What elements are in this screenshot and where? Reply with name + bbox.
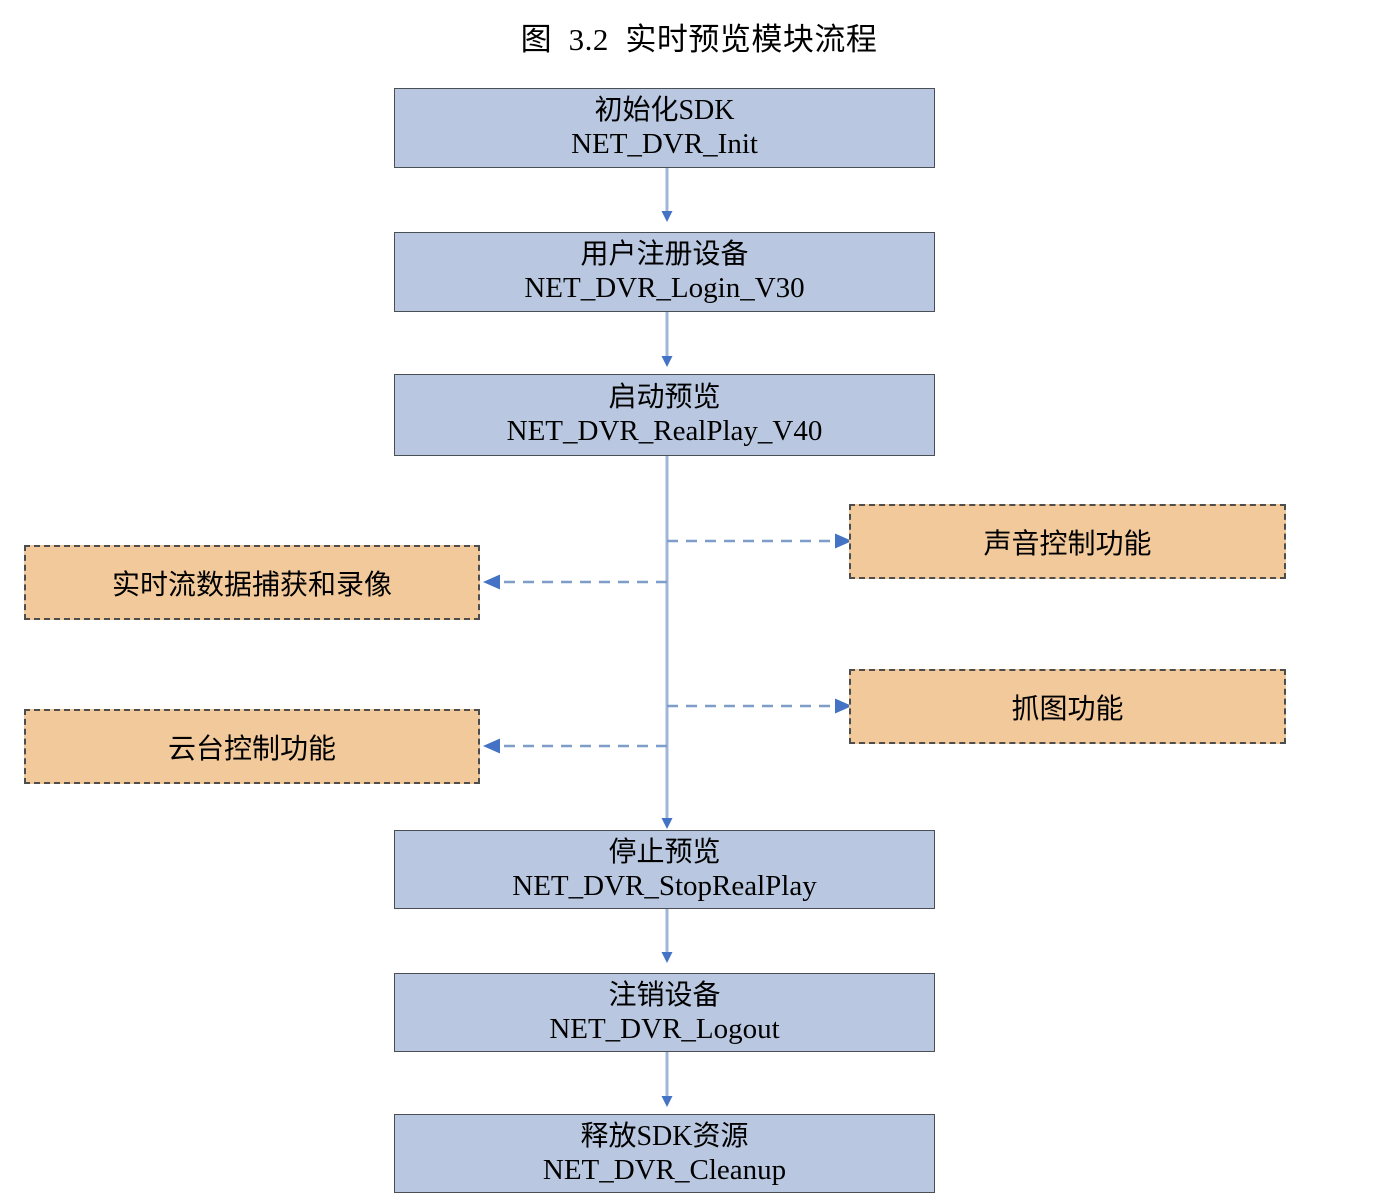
process-node-stopplay[interactable]: 停止预览 NET_DVR_StopRealPlay: [394, 830, 935, 909]
process-node-logout[interactable]: 注销设备 NET_DVR_Logout: [394, 973, 935, 1052]
process-node-stopplay-line1: 停止预览: [608, 836, 721, 868]
feature-node-sound[interactable]: 声音控制功能: [849, 504, 1286, 579]
process-node-cleanup[interactable]: 释放SDK资源 NET_DVR_Cleanup: [394, 1114, 935, 1193]
process-node-stopplay-line2: NET_DVR_StopRealPlay: [512, 869, 817, 902]
process-node-realplay-line1: 启动预览: [608, 382, 721, 414]
process-node-login-line2: NET_DVR_Login_V30: [524, 272, 805, 305]
feature-node-ptz-label: 云台控制功能: [167, 733, 336, 765]
process-node-logout-line2: NET_DVR_Logout: [549, 1012, 780, 1045]
process-node-init[interactable]: 初始化SDK NET_DVR_Init: [394, 88, 935, 168]
feature-node-snapshot[interactable]: 抓图功能: [849, 669, 1286, 744]
feature-node-snapshot-label: 抓图功能: [1011, 693, 1124, 725]
process-node-cleanup-line1: 释放SDK资源: [580, 1120, 749, 1152]
feature-node-capture-label: 实时流数据捕获和录像: [111, 569, 392, 601]
feature-node-sound-label: 声音控制功能: [983, 528, 1152, 560]
process-node-realplay[interactable]: 启动预览 NET_DVR_RealPlay_V40: [394, 374, 935, 456]
feature-node-capture[interactable]: 实时流数据捕获和录像: [24, 545, 480, 620]
process-node-realplay-line2: NET_DVR_RealPlay_V40: [506, 415, 823, 448]
process-node-init-line2: NET_DVR_Init: [571, 128, 758, 161]
process-node-login-line1: 用户注册设备: [580, 239, 749, 271]
process-node-cleanup-line2: NET_DVR_Cleanup: [542, 1153, 787, 1186]
figure-title: 图 3.2 实时预览模块流程: [520, 22, 878, 57]
process-node-init-line1: 初始化SDK: [594, 95, 735, 127]
feature-node-ptz[interactable]: 云台控制功能: [24, 709, 480, 784]
process-node-logout-line1: 注销设备: [608, 979, 721, 1011]
process-node-login[interactable]: 用户注册设备 NET_DVR_Login_V30: [394, 232, 935, 312]
